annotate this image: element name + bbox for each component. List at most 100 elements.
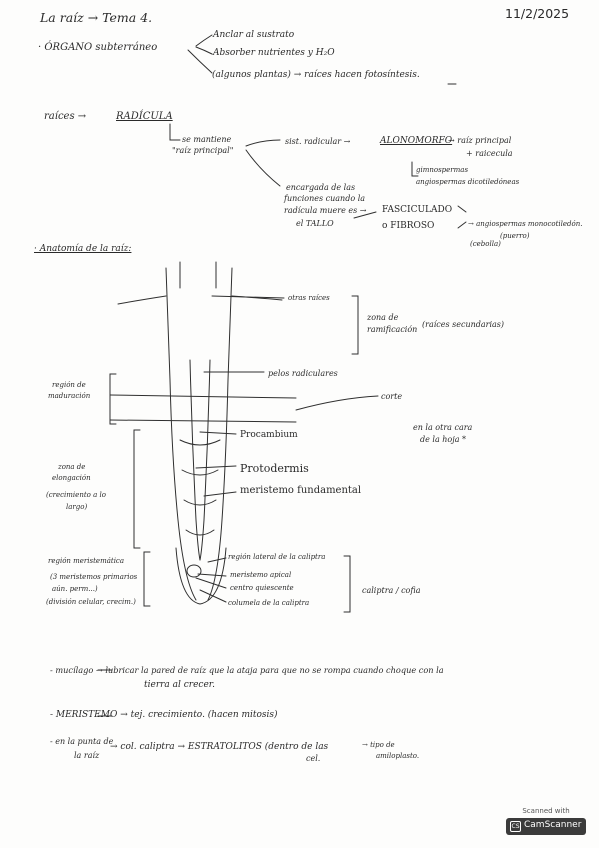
fasc-bracket-1 — [457, 205, 467, 213]
radicle-sys: sist. radicular → — [285, 137, 351, 146]
note-estratolitos-6: amiloplasto. — [376, 752, 420, 760]
alonomorfo-note: → raíz principal — [448, 136, 512, 145]
gymno-item-1: gimnospermas — [416, 166, 469, 174]
label-meristematica-1: región meristemática — [48, 557, 125, 565]
label-elongacion-2: elongación — [52, 474, 91, 482]
wave-1 — [179, 439, 221, 446]
note-meristemo: - MERISTEMO → tej. crecimiento. (hacen m… — [50, 710, 278, 720]
cut-line-2 — [109, 419, 297, 423]
radicle-term: RADÍCULA — [116, 111, 173, 122]
radicle-label: raíces → — [44, 111, 87, 122]
fasc-bracket-2 — [457, 221, 467, 229]
connector-sys — [245, 139, 281, 147]
label-zona-ram-2: ramificación — [367, 325, 418, 334]
anatomy-heading: · Anatomía de la raíz: — [34, 244, 132, 254]
trunk-note: el TALLO — [296, 219, 334, 228]
label-otra-cara-1: en la otra cara — [413, 423, 473, 432]
note-estratolitos-5: → tipo de — [362, 741, 395, 749]
note-mucilago-2: tierra al crecer. — [144, 680, 215, 690]
note-mucilago-1: - mucílago → lubricar la pared de raíz q… — [50, 665, 444, 675]
label-caliptra-cofia: caliptra / cofia — [362, 586, 421, 595]
radicle-hook — [169, 123, 181, 141]
label-meristemo-fundamental: meristemo fundamental — [240, 485, 362, 496]
label-meristematica-2: (3 meristemos primarios — [50, 573, 138, 581]
page-date: 11/2/2025 — [505, 6, 570, 21]
scanned-with-text: Scanned with — [522, 807, 570, 815]
organ-heading: · ÓRGANO subterráneo — [38, 42, 158, 53]
badge-background — [506, 818, 586, 835]
corte-arrow — [295, 395, 379, 411]
note-estratolitos-1: - en la punta de — [50, 737, 114, 746]
label-otra-cara-2: de la hoja * — [420, 435, 467, 444]
label-procambium: Procambium — [240, 430, 298, 440]
brace-line-2 — [195, 46, 213, 55]
gymno-item-2: angiospermas dicotiledóneas — [416, 178, 520, 186]
label-corte: corte — [381, 392, 403, 401]
wave-4 — [185, 529, 215, 536]
stele-left — [189, 359, 201, 561]
label-ram-note: (raíces secundarias) — [422, 320, 505, 329]
leader-lateral — [207, 557, 227, 563]
quiescent-center — [186, 564, 202, 578]
label-elongacion-1: zona de — [58, 463, 86, 471]
leader-apical — [197, 573, 227, 577]
mono-item-3: (cebolla) — [470, 240, 501, 248]
leader-protodermis — [195, 465, 237, 469]
alonomorfo-term: ALONOMORFO — [380, 136, 453, 146]
leader-columela — [199, 589, 227, 603]
label-zona-ram-1: zona de — [367, 313, 399, 322]
label-maduracion-2: maduración — [48, 392, 91, 400]
organ-item-2: Absorber nutrientes y H₂O — [213, 48, 335, 58]
wave-3 — [183, 499, 217, 506]
root-outline-left — [165, 267, 197, 601]
root-cap — [175, 547, 227, 605]
label-elongacion-4: largo) — [66, 503, 88, 511]
fibro-desc-3: radícula muere es → — [284, 206, 367, 215]
camscanner-badge: Scanned with CS CamScanner — [504, 807, 588, 837]
label-centro-quiescente: centro quiescente — [230, 584, 294, 592]
label-otras-raices: otras raíces — [288, 294, 330, 302]
connector-fibro — [245, 149, 281, 187]
stele-right — [199, 359, 211, 561]
note-estratolitos-4: cel. — [306, 754, 321, 763]
brace-line-1 — [195, 34, 213, 47]
brace-caliptra — [343, 555, 351, 613]
leader-meristemo — [203, 491, 237, 497]
brace-maduracion — [109, 373, 117, 425]
brace-elongacion — [133, 429, 141, 549]
wave-2 — [181, 469, 219, 476]
leader-quiescente — [195, 577, 227, 589]
note-estratolitos-3: → col. caliptra → ESTRATOLITOS (dentro d… — [110, 742, 329, 752]
fibro-desc-1: encargada de las — [286, 183, 356, 192]
label-meristemo-apical: meristemo apical — [230, 571, 292, 579]
fibro-desc-2: funciones cuando la — [284, 194, 366, 203]
camscanner-logo-icon: CS — [510, 821, 521, 832]
fibroso-term: o FIBROSO — [382, 221, 435, 231]
camscanner-name: CamScanner — [524, 820, 582, 830]
brace-meristematica — [143, 551, 151, 607]
mono-item-2: (puerro) — [500, 232, 530, 240]
lateral-root-left — [117, 295, 167, 305]
note-estratolitos-2: la raíz — [74, 751, 100, 760]
fasciculado-term: FASCICULADO — [382, 205, 453, 215]
label-columela: columela de la caliptra — [228, 599, 310, 607]
leader-otras — [211, 295, 285, 299]
label-protodermis: Protodermis — [240, 462, 309, 475]
brace-zona-ramificacion — [351, 295, 359, 355]
label-meristematica-3: aún. perm...) — [52, 585, 98, 593]
label-maduracion-1: región de — [52, 381, 86, 389]
leader-procambium — [199, 431, 237, 435]
brace-line-3 — [187, 49, 213, 74]
gymno-hook — [411, 161, 419, 177]
alonomorfo-note-2: + raicecula — [466, 149, 513, 158]
organ-item-1: Anclar al sustrato — [213, 30, 295, 40]
page-title: La raíz → Tema 4. — [40, 10, 153, 25]
mono-item-1: → angiospermas monocotiledón. — [468, 220, 583, 228]
cut-line-1 — [109, 394, 297, 399]
label-lateral-caliptra: región lateral de la caliptra — [228, 553, 326, 561]
root-outline-right — [207, 267, 233, 601]
label-pelos: pelos radiculares — [268, 369, 338, 378]
label-elongacion-3: (crecimiento a lo — [46, 491, 106, 499]
label-meristematica-4: (división celular, crecim.) — [46, 598, 136, 606]
